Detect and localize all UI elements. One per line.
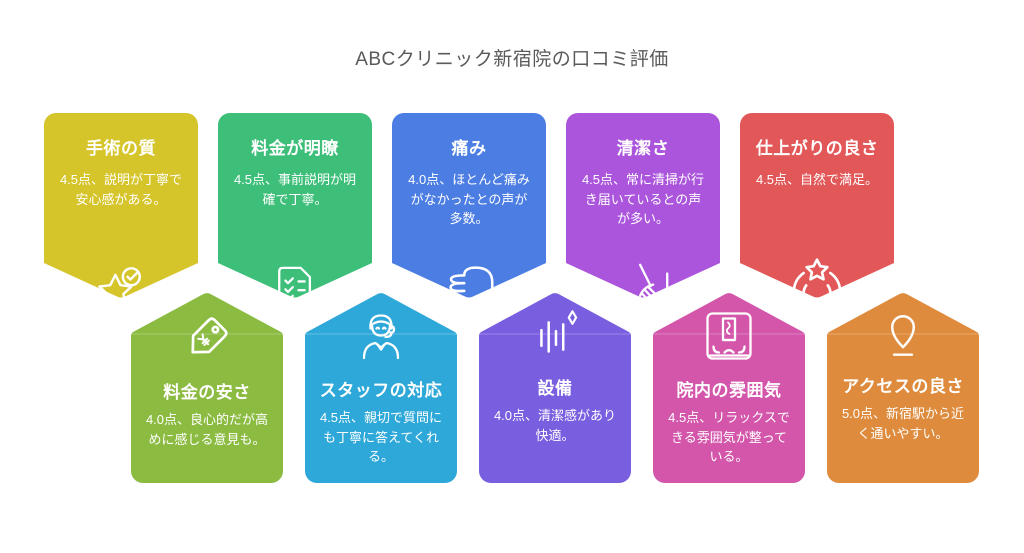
star-check-icon	[98, 267, 141, 307]
card-title: 院内の雰囲気	[676, 381, 782, 400]
card-title: アクセスの良さ	[842, 377, 964, 396]
card-cleanliness: 清潔さ 4.5点、常に清掃が行き届いているとの声が多い。	[566, 113, 720, 311]
card-clinic-atmosphere: 院内の雰囲気 4.5点、リラックスできる雰囲気が整っている。	[653, 292, 805, 483]
card-description: 4.5点、常に清掃が行き届いているとの声が多い。	[581, 172, 705, 227]
checklist-icon	[278, 266, 312, 310]
banner-shape	[218, 113, 372, 298]
banner-shape	[392, 113, 546, 298]
interior-icon	[706, 312, 752, 360]
card-description: 4.5点、説明が丁寧で安心感がある。	[59, 172, 183, 207]
pentagon-shape	[827, 293, 979, 483]
card-affordability: 料金の安さ 4.0点、良心的だが高めに感じる意見も。	[131, 292, 283, 483]
card-staff-response: スタッフの対応 4.5点、親切で質問にも丁寧に答えてくれる。	[305, 292, 457, 483]
card-title: 設備	[537, 379, 573, 398]
card-clear-pricing: 料金が明瞭 4.5点、事前説明が明確で丁寧。	[218, 113, 372, 310]
card-title: 清潔さ	[616, 139, 670, 158]
card-title: 仕上がりの良さ	[755, 139, 879, 158]
fist-icon	[449, 266, 494, 306]
card-facilities: 設備 4.0点、清潔感があり快適。	[479, 292, 631, 483]
card-accessibility: アクセスの良さ 5.0点、新宿駅から近く通いやすい。	[827, 292, 979, 483]
card-description: 4.0点、ほとんど痛みがなかったとの声が多数。	[408, 172, 530, 227]
page-title: ABCクリニック新宿院の口コミ評価	[355, 49, 669, 70]
location-pin-icon	[891, 315, 915, 356]
card-pain: 痛み 4.0点、ほとんど痛みがなかったとの声が多数。	[392, 113, 546, 306]
broom-icon	[617, 263, 669, 311]
banner-shape	[740, 113, 894, 298]
card-title: 痛み	[451, 139, 487, 158]
staff-icon	[362, 314, 400, 360]
pentagon-shape	[305, 293, 457, 483]
card-description: 4.5点、事前説明が明確で丁寧。	[233, 172, 357, 207]
card-title: スタッフの対応	[319, 381, 443, 400]
banner-shape	[44, 113, 198, 298]
card-title: 手術の質	[86, 139, 156, 158]
card-description: 4.5点、自然で満足。	[755, 172, 879, 188]
card-finish-quality: 仕上がりの良さ 4.5点、自然で満足。	[740, 113, 894, 317]
card-description: 4.5点、リラックスできる雰囲気が整っている。	[668, 410, 790, 465]
card-description: 4.5点、親切で質問にも丁寧に答えてくれる。	[319, 410, 443, 465]
price-tag-icon	[191, 317, 228, 354]
card-title: 料金が明瞭	[251, 139, 339, 158]
card-title: 料金の安さ	[163, 383, 251, 402]
card-description: 4.0点、清潔感があり快適。	[493, 408, 617, 443]
banner-shape	[566, 113, 720, 298]
card-description: 5.0点、新宿駅から近く通いやすい。	[841, 406, 965, 441]
pentagon-shape	[131, 293, 283, 483]
equipment-icon	[540, 310, 578, 353]
star-badge-icon	[792, 258, 842, 317]
card-description: 4.0点、良心的だが高めに感じる意見も。	[145, 412, 269, 447]
card-surgery-quality: 手術の質 4.5点、説明が丁寧で安心感がある。	[44, 113, 198, 307]
